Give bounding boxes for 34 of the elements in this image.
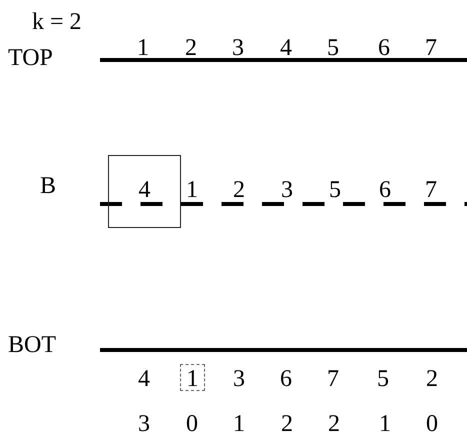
number-label: TOP xyxy=(8,46,53,70)
number-label: 2 xyxy=(328,412,340,436)
number-label: 7 xyxy=(425,36,437,60)
highlight-box xyxy=(108,155,181,228)
number-label: 2 xyxy=(281,412,293,436)
number-label: 6 xyxy=(280,367,292,391)
number-label: 1 xyxy=(379,412,391,436)
number-label: k = 2 xyxy=(32,10,82,34)
number-label: 5 xyxy=(327,36,339,60)
number-label: 7 xyxy=(327,367,339,391)
dashed-highlight-box xyxy=(180,364,205,391)
number-label: 2 xyxy=(233,178,245,202)
number-label: 3 xyxy=(232,36,244,60)
number-label: 1 xyxy=(233,412,245,436)
number-label: 5 xyxy=(329,178,341,202)
number-label: 2 xyxy=(185,36,197,60)
number-label: 7 xyxy=(425,178,437,202)
number-label: BOT xyxy=(8,333,56,357)
number-label: 3 xyxy=(233,367,245,391)
number-label: 3 xyxy=(281,178,293,202)
number-label: 4 xyxy=(280,36,292,60)
number-label: 2 xyxy=(426,367,438,391)
number-label: 4 xyxy=(138,178,150,205)
number-label: 4 xyxy=(138,367,150,391)
number-label: 6 xyxy=(379,178,391,202)
number-label: 5 xyxy=(377,367,389,391)
number-label: 0 xyxy=(426,412,438,436)
number-label: 1 xyxy=(186,178,198,202)
number-label: 1 xyxy=(186,367,198,390)
number-label: 6 xyxy=(378,36,390,60)
number-label: 0 xyxy=(186,412,198,436)
number-label: 1 xyxy=(137,36,149,60)
number-label: B xyxy=(40,174,56,198)
number-label: 3 xyxy=(138,412,150,436)
